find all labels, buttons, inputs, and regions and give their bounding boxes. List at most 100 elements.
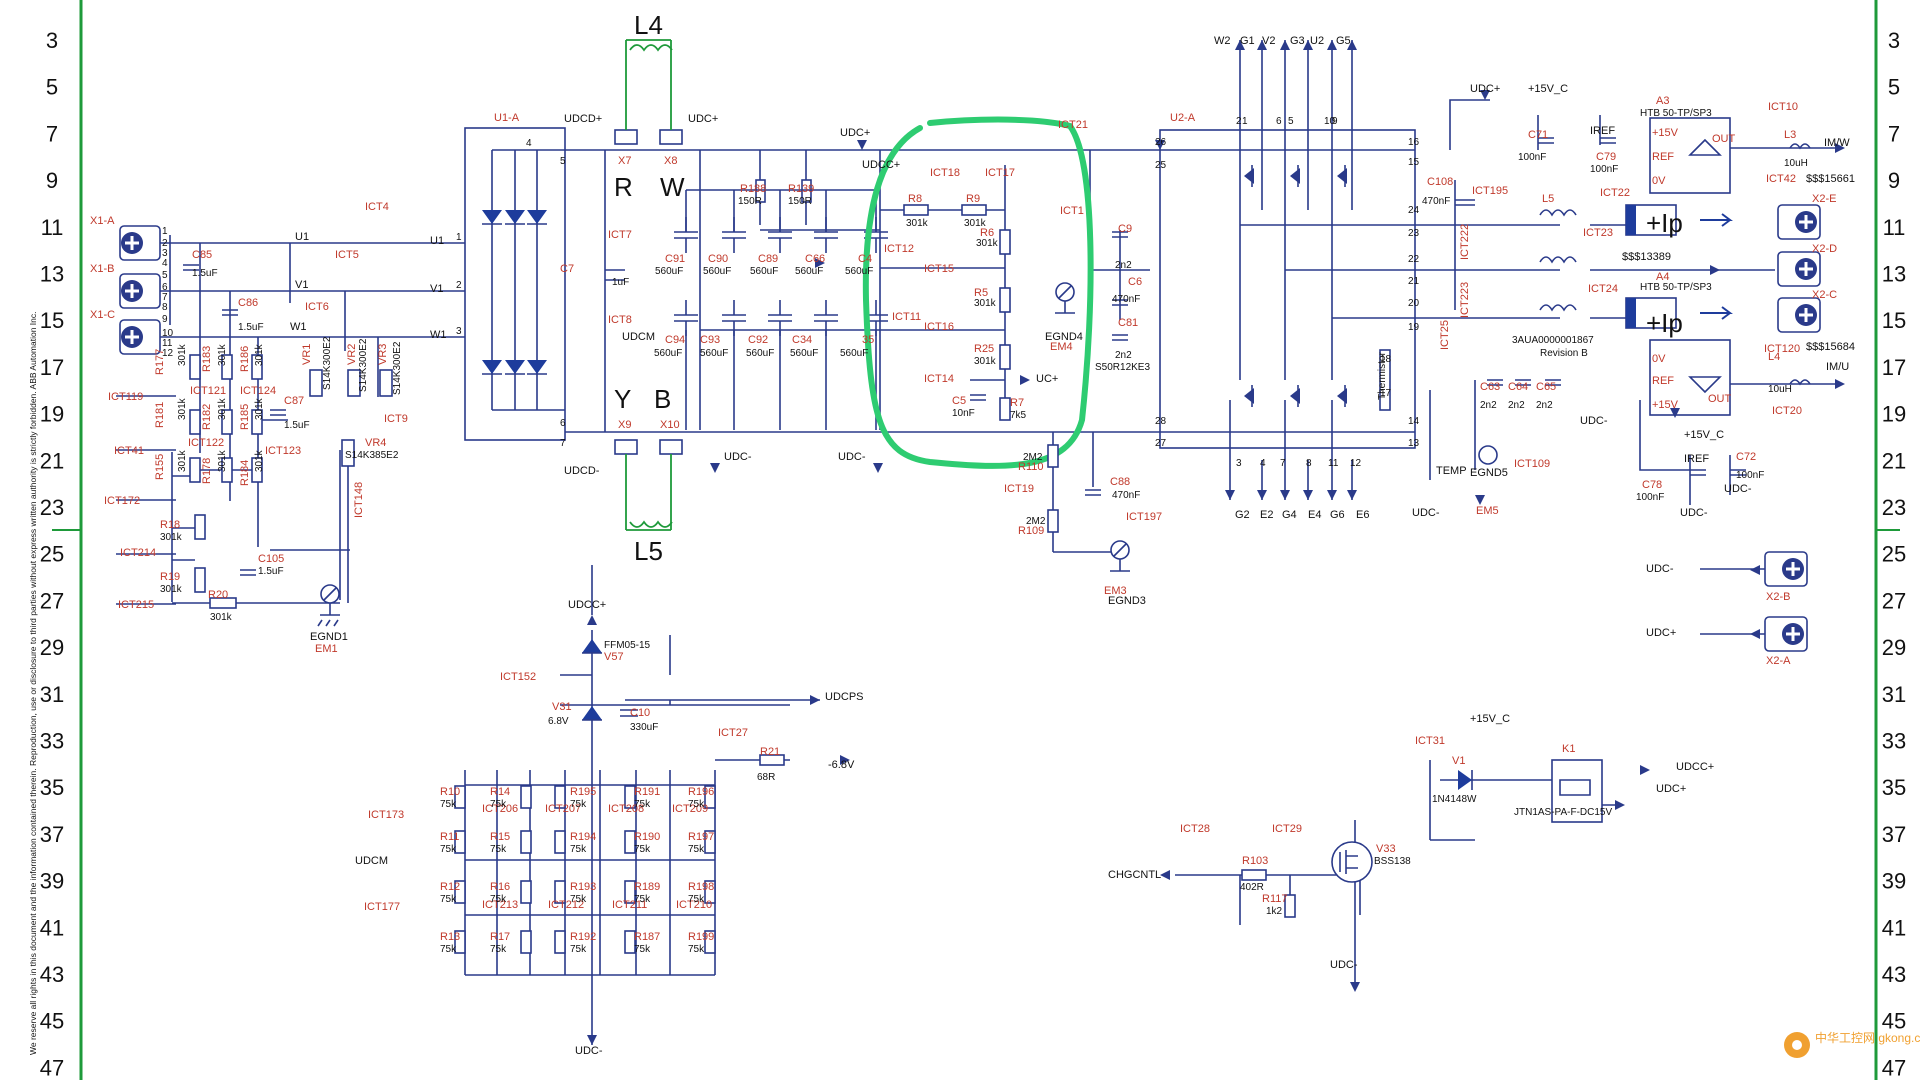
- label-bg6: G6: [1330, 509, 1345, 521]
- resistor-r20[interactable]: [209, 597, 237, 609]
- label-v1b: V1: [430, 283, 443, 295]
- resistor-r8[interactable]: [903, 204, 929, 216]
- varistor-vr2[interactable]: [347, 369, 361, 397]
- connector-x7[interactable]: [614, 129, 638, 145]
- resistor-r189[interactable]: [624, 880, 636, 904]
- resistor-r187[interactable]: [624, 930, 636, 954]
- electrolytic-capacitor[interactable]: [814, 300, 838, 336]
- terminal-x2-c[interactable]: [1777, 297, 1821, 333]
- resistor-r190[interactable]: [624, 830, 636, 854]
- connector-x10[interactable]: [659, 439, 683, 455]
- label-c91: C91: [665, 253, 685, 265]
- terminal-x2-a[interactable]: [1764, 616, 1808, 652]
- pin-number: 14: [1408, 416, 1420, 427]
- resistor-r103[interactable]: [1241, 869, 1267, 881]
- resistor-r13[interactable]: [454, 930, 466, 954]
- resistor-r14[interactable]: [520, 785, 532, 809]
- row-number: 5: [46, 75, 58, 100]
- connector-x8[interactable]: [659, 129, 683, 145]
- resistor-r177[interactable]: [189, 354, 201, 380]
- varistor-vr3[interactable]: [379, 369, 393, 397]
- row-number: 43: [40, 962, 64, 987]
- terminal-x1-b[interactable]: [119, 273, 161, 309]
- pin-number: 22: [1408, 254, 1420, 265]
- resistor-r21[interactable]: [759, 754, 785, 766]
- resistor-r16[interactable]: [520, 880, 532, 904]
- resistor-r5[interactable]: [999, 287, 1011, 313]
- label-udcm2: UDC-: [838, 451, 866, 463]
- resistor-r185[interactable]: [251, 409, 263, 435]
- rectifier-u1-a[interactable]: [464, 127, 566, 441]
- label-c90: C90: [708, 253, 728, 265]
- label-tv2: V2: [1262, 35, 1275, 47]
- resistor-r195[interactable]: [554, 785, 566, 809]
- resistor-r109[interactable]: [1047, 509, 1059, 533]
- varistor-vr1[interactable]: [309, 369, 323, 397]
- label-p15c3: +15V_C: [1470, 713, 1510, 725]
- capacitor-c88: [1085, 489, 1101, 496]
- row-number: 41: [1882, 915, 1906, 940]
- resistor-r139[interactable]: [801, 179, 812, 203]
- terminal-x1-a[interactable]: [119, 225, 161, 261]
- pin-number: 12: [1350, 458, 1362, 469]
- resistor-r198[interactable]: [704, 880, 716, 904]
- inductor-l4[interactable]: [629, 44, 673, 52]
- label-c78v: 100nF: [1636, 492, 1664, 503]
- resistor-r197[interactable]: [704, 830, 716, 854]
- resistor-r19[interactable]: [194, 567, 206, 593]
- row-number: 37: [1882, 822, 1906, 847]
- label-r18: R18: [160, 519, 180, 531]
- diode-v1[interactable]: [1458, 770, 1472, 790]
- resistor-grid: [454, 785, 716, 954]
- label-u1a: U1-A: [494, 112, 520, 124]
- resistor-r178[interactable]: [221, 457, 233, 483]
- row-number: 25: [1882, 542, 1906, 567]
- terminal-x2-b[interactable]: [1764, 551, 1808, 587]
- mosfet-v33[interactable]: [1331, 841, 1373, 883]
- resistor-r155[interactable]: [189, 457, 201, 483]
- connector-x9[interactable]: [614, 439, 638, 455]
- terminal-x1-c[interactable]: [119, 319, 161, 355]
- resistor-r181[interactable]: [189, 409, 201, 435]
- varistor-vr4[interactable]: [341, 439, 355, 467]
- hall-a3: [1626, 205, 1636, 235]
- resistor-r9[interactable]: [961, 204, 987, 216]
- resistor-r193[interactable]: [554, 880, 566, 904]
- label-r6: R6: [980, 227, 994, 239]
- resistor-r12[interactable]: [454, 880, 466, 904]
- terminal-x2-e[interactable]: [1777, 204, 1821, 240]
- electrolytic-capacitor[interactable]: [722, 300, 746, 336]
- resistor-r192[interactable]: [554, 930, 566, 954]
- electrolytic-capacitor[interactable]: [768, 300, 792, 336]
- label-ict20: ICT20: [1772, 405, 1802, 417]
- resistor-r188[interactable]: [755, 179, 766, 203]
- label-ffm: FFM05-15: [604, 640, 651, 651]
- resistor-r183[interactable]: [221, 354, 233, 380]
- label-iref2: IREF: [1684, 453, 1709, 465]
- resistor-r6[interactable]: [999, 229, 1011, 255]
- resistor-r191[interactable]: [624, 785, 636, 809]
- terminal-x2-d[interactable]: [1777, 251, 1821, 287]
- resistor-r25[interactable]: [999, 344, 1011, 370]
- label-revb: Revision B: [1540, 348, 1588, 359]
- inductor-l5[interactable]: [629, 520, 673, 528]
- resistor-r7[interactable]: [999, 397, 1011, 421]
- resistor-r15[interactable]: [520, 830, 532, 854]
- electrolytic-capacitor[interactable]: [864, 300, 888, 336]
- electrolytic-capacitor[interactable]: [674, 300, 698, 336]
- resistor-r194[interactable]: [554, 830, 566, 854]
- label-ucp: UC+: [1036, 373, 1058, 385]
- resistor-r18[interactable]: [194, 514, 206, 540]
- pin-number: 21: [1408, 276, 1420, 287]
- resistor-r184[interactable]: [251, 457, 263, 483]
- resistor-r182[interactable]: [221, 409, 233, 435]
- resistor-r186[interactable]: [251, 354, 263, 380]
- resistor-r17[interactable]: [520, 930, 532, 954]
- resistor-r110[interactable]: [1047, 444, 1059, 468]
- igbt-module-u2-a[interactable]: [1159, 40, 1416, 500]
- resistor-r196[interactable]: [704, 785, 716, 809]
- resistor-r199[interactable]: [704, 930, 716, 954]
- resistor-r11[interactable]: [454, 830, 466, 854]
- resistor-r10[interactable]: [454, 785, 466, 809]
- resistor-r117[interactable]: [1284, 894, 1296, 918]
